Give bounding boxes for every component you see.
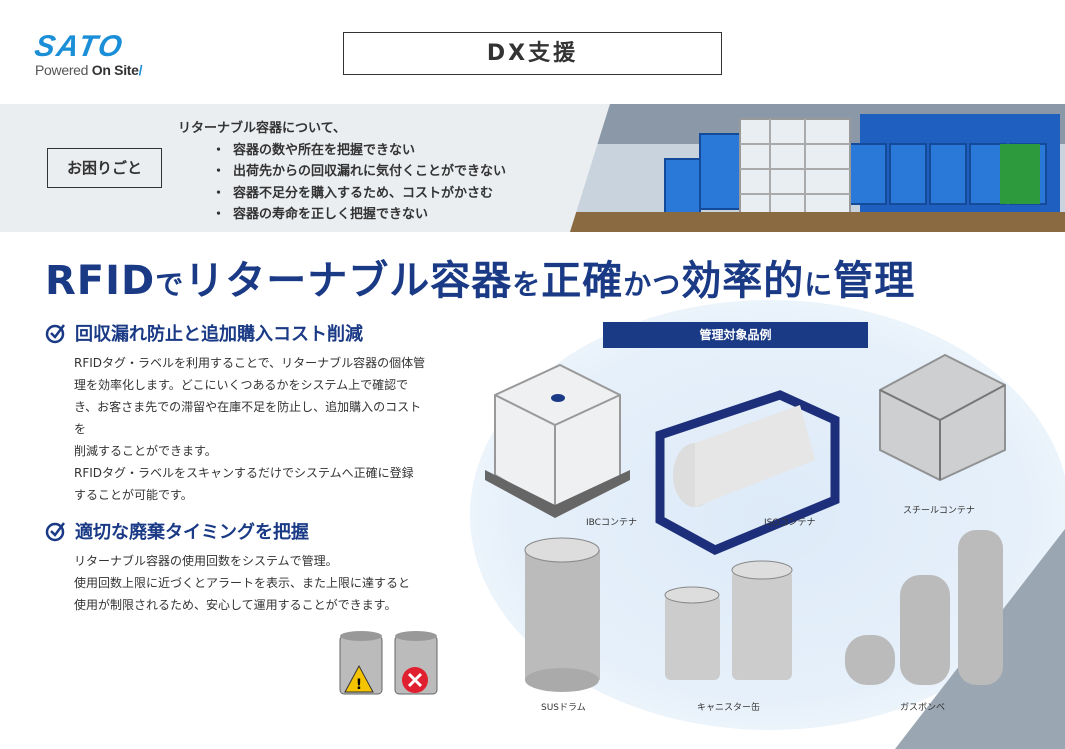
warehouse-drums-photo (570, 104, 1065, 232)
check-circle-icon (45, 522, 65, 542)
check-circle-icon (45, 324, 65, 344)
problem-item: 容器不足分を購入するため、コストがかさむ (178, 183, 506, 205)
sus-drum-image (524, 537, 600, 692)
problems-label: お困りごと (47, 148, 162, 188)
section-title: 適切な廃棄タイミングを把握 (75, 522, 309, 543)
example-caption: キャニスター缶 (697, 703, 761, 713)
section-title: 回収漏れ防止と追加購入コスト削減 (75, 324, 363, 345)
error-can-icon (394, 631, 438, 695)
logo-mark: SATO (32, 30, 127, 63)
problems-list: リターナブル容器について、 容器の数や所在を把握できない 出荷先からの回収漏れに… (178, 118, 506, 226)
example-caption: スチールコンテナ (903, 506, 975, 516)
examples-label: 管理対象品例 (603, 322, 868, 348)
iso-container-image (655, 390, 840, 555)
section-body: リターナブル容器の使用回数をシステムで管理。使用回数上限に近づくとアラートを表示… (74, 554, 411, 612)
svg-text:!: ! (356, 677, 362, 693)
container-illustrations (485, 353, 1006, 692)
ibc-container-image (485, 363, 630, 518)
canister-image (664, 560, 793, 680)
warning-can-icon: ! (339, 631, 383, 695)
example-caption: IBCコンテナ (586, 518, 637, 528)
problem-item: 出荷先からの回収漏れに気付くことができない (178, 161, 506, 183)
problem-item: 容器の寿命を正しく把握できない (178, 204, 506, 226)
gas-cylinder-image (845, 530, 1003, 685)
sato-logo: SATO Powered On Site/ (32, 30, 185, 82)
steel-container-image (879, 353, 1006, 482)
example-caption: ISOコンテナ (764, 518, 816, 528)
example-caption: SUSドラム (541, 703, 586, 713)
example-caption: ガスボンベ (900, 703, 946, 713)
problems-intro: リターナブル容器について、 (178, 121, 346, 136)
main-headline: RFIDでリターナブル容器を正確かつ効率的に管理 (45, 258, 916, 304)
problem-item: 容器の数や所在を把握できない (178, 140, 506, 162)
section-body: RFIDタグ・ラベルを利用することで、リターナブル容器の個体管理を効率化します。… (74, 356, 426, 502)
logo-tagline: Powered On Site/ (35, 62, 143, 78)
page-title: DX支援 (343, 32, 722, 75)
can-status-icons: ! (339, 631, 438, 695)
section-disposal-timing: 適切な廃棄タイミングを把握 リターナブル容器の使用回数をシステムで管理。使用回数… (45, 518, 464, 616)
section-cost-reduction: 回収漏れ防止と追加購入コスト削減 RFIDタグ・ラベルを利用することで、リターナ… (45, 320, 464, 506)
